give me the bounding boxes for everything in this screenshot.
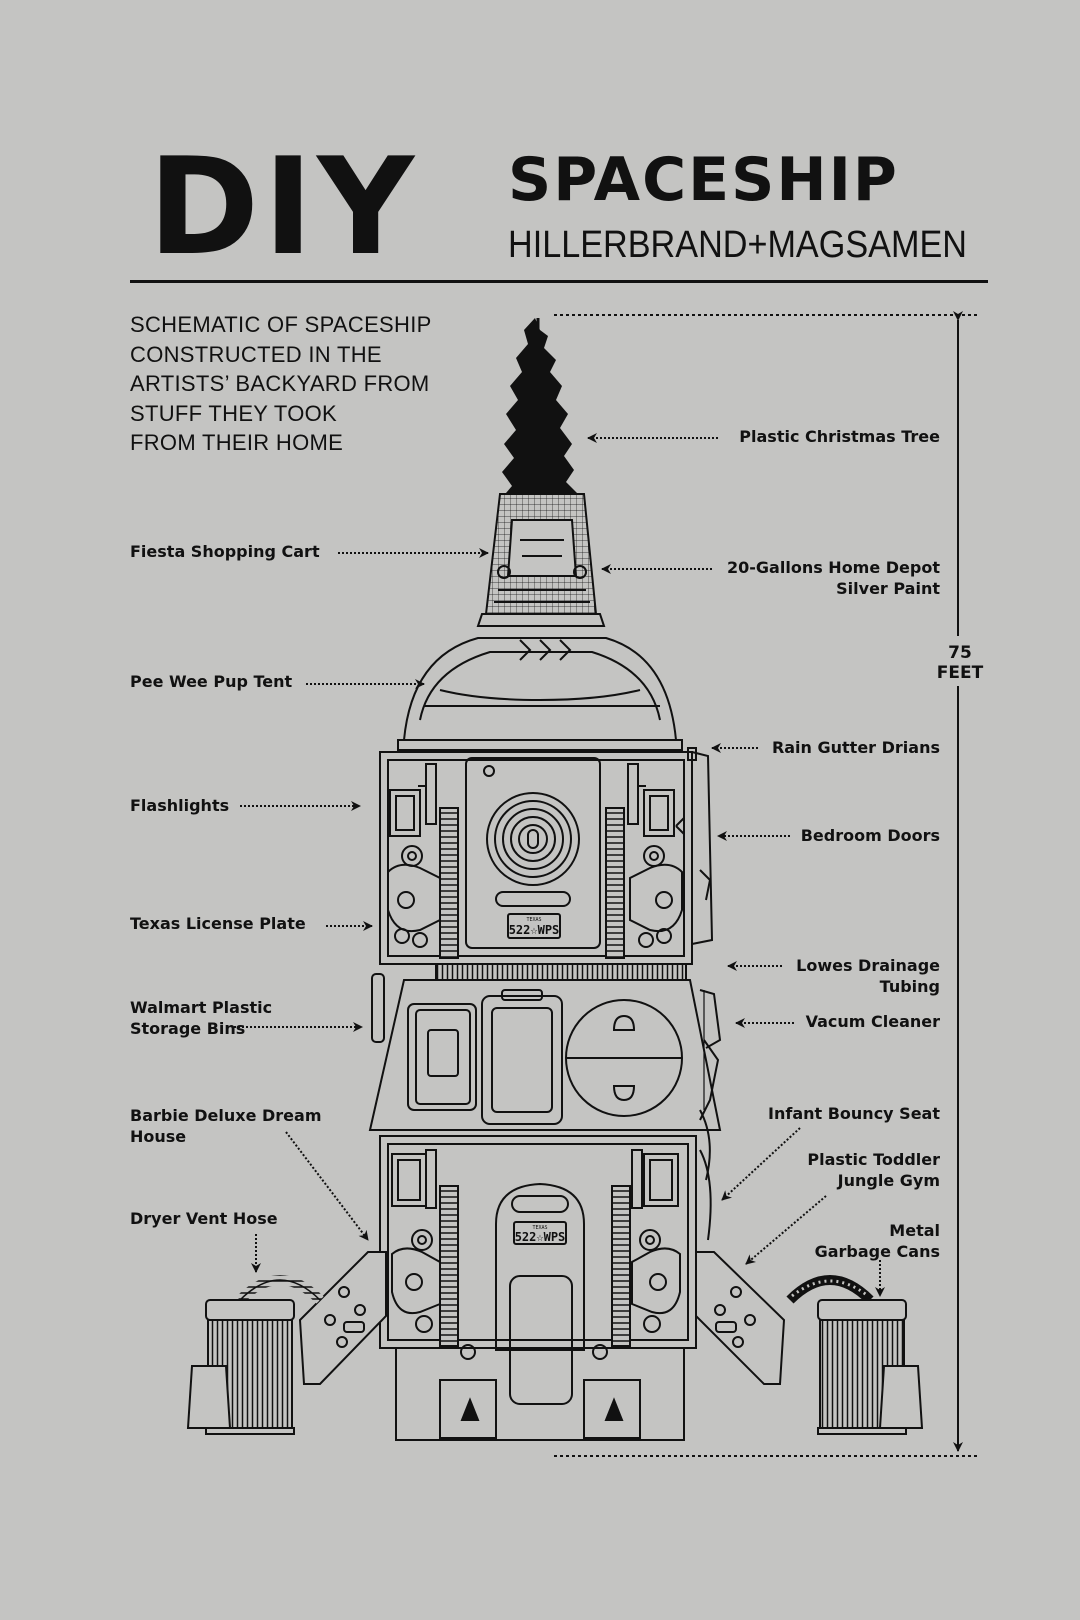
callout-walmart-storage-bins: Walmart Plastic Storage Bins — [130, 998, 273, 1038]
pup-tent-dome — [397, 637, 683, 751]
callout-texas-license-plate: Texas License Plate — [130, 914, 306, 933]
header-divider — [130, 280, 988, 283]
plate-number-lower: 522☆WPS — [515, 1230, 566, 1244]
callout-fiesta-shopping-cart: Fiesta Shopping Cart — [130, 542, 320, 561]
jungle-gym-wings — [298, 1251, 786, 1385]
scale-dimension — [554, 311, 980, 1457]
page-subtitle: SPACESHIP — [508, 145, 899, 215]
scale-label: 75 FEET — [928, 643, 992, 683]
callout-barbie-dream-house: Barbie Deluxe Dream House — [130, 1106, 322, 1146]
callout-drainage-tubing: Lowes Drainage Tubing — [796, 956, 940, 996]
plate-state-upper: TEXAS — [526, 917, 541, 923]
callout-vacuum-cleaner: Vacum Cleaner — [805, 1012, 940, 1031]
callout-bedroom-doors: Bedroom Doors — [800, 826, 940, 845]
callout-toddler-jungle-gym: Plastic Toddler Jungle Gym — [807, 1150, 940, 1190]
arrow-bouncy — [721, 1127, 801, 1201]
garbage-cans — [186, 1299, 924, 1435]
arrow-jungle — [745, 1195, 827, 1265]
callout-flashlights: Flashlights — [130, 796, 230, 815]
upper-module — [379, 747, 714, 981]
plate-state-lower: TEXAS — [532, 1225, 547, 1231]
storage-bins-module — [368, 973, 722, 1181]
schematic-description: SCHEMATIC OF SPACESHIP CONSTRUCTED IN TH… — [130, 312, 432, 455]
callout-pup-tent: Pee Wee Pup Tent — [130, 672, 293, 691]
callout-infant-bouncy-seat: Infant Bouncy Seat — [768, 1104, 940, 1123]
callout-rain-gutter: Rain Gutter Drians — [771, 738, 940, 757]
artists-credit: HILLERBRAND+MAGSAMEN — [508, 224, 967, 266]
christmas-tree — [500, 318, 580, 500]
plate-number-upper: 522☆WPS — [509, 923, 560, 937]
arrow-barbie — [285, 1131, 369, 1241]
lower-module — [379, 1135, 712, 1441]
shopping-cart — [476, 493, 606, 627]
page-title: DIY — [148, 129, 419, 285]
callout-garbage-cans: Metal Garbage Cans — [814, 1221, 940, 1261]
callout-christmas-tree: Plastic Christmas Tree — [739, 427, 940, 446]
callout-dryer-vent-hose: Dryer Vent Hose — [130, 1209, 278, 1228]
callout-silver-paint: 20-Gallons Home Depot Silver Paint — [727, 558, 940, 598]
dryer-vent-hoses — [236, 1275, 874, 1304]
